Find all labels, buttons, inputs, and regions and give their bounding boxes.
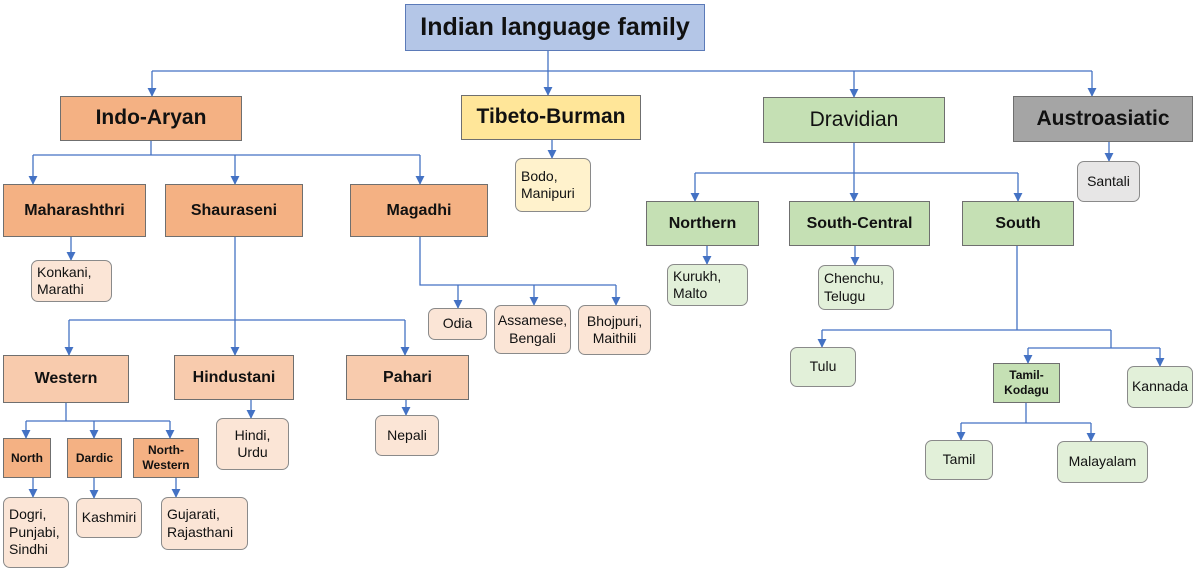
label-line: North-: [147, 443, 184, 457]
assamese-bengali-leaf: Assamese,Bengali: [494, 305, 571, 354]
label-line: Kodagu: [1004, 383, 1049, 397]
label-lines: Gujarati,Rajasthani: [167, 506, 233, 541]
connector-line: [822, 246, 1111, 331]
label-line: Western: [142, 458, 190, 472]
label-line: Gujarati,: [167, 506, 220, 522]
label-line: Dogri,: [9, 506, 47, 523]
label-line: Chenchu,: [824, 270, 884, 286]
north-node: North: [3, 438, 51, 478]
label-lines: Kashmiri: [82, 509, 136, 527]
label-lines: Hindi,Urdu: [235, 427, 271, 462]
maharashthri-node: Maharashthri: [3, 184, 146, 237]
kannada-leaf: Kannada: [1127, 366, 1193, 408]
label-line: Malto: [673, 285, 708, 301]
label-line: Maithili: [592, 330, 637, 346]
tamil-leaf: Tamil: [925, 440, 993, 480]
label-line: Manipuri: [521, 185, 575, 201]
label-line: Kannada: [1131, 378, 1189, 395]
root-indian-language-family: Indian language family: [405, 4, 705, 51]
pahari-node: Pahari: [346, 355, 469, 400]
south-node: South: [962, 201, 1074, 246]
label-line: Punjabi,: [9, 523, 60, 540]
connector-line: [419, 237, 616, 286]
shauraseni-node: Shauraseni: [165, 184, 303, 237]
dardic-node: Dardic: [67, 438, 122, 478]
western-node: Western: [3, 355, 129, 403]
label-line: Hindi,: [234, 426, 271, 443]
label-line: Bhojpuri,: [586, 312, 643, 329]
tibeto-burman-node: Tibeto-Burman: [461, 95, 641, 140]
kashmiri-leaf: Kashmiri: [76, 498, 142, 538]
gujarati-rajasthani-leaf: Gujarati,Rajasthani: [161, 497, 248, 550]
label-lines: Tamil-Kodagu: [1004, 368, 1049, 398]
connector-line: [961, 403, 1091, 424]
hindustani-node: Hindustani: [174, 355, 294, 400]
label-lines: Dogri,Punjabi,Sindhi: [9, 506, 60, 559]
bodo-manipuri-leaf: Bodo,Manipuri: [515, 158, 591, 212]
label-line: Telugu: [824, 287, 866, 304]
northern-node: Northern: [646, 201, 759, 246]
connector-line: [33, 141, 420, 156]
nepali-leaf: Nepali: [375, 415, 439, 456]
label-lines: Malayalam: [1069, 453, 1137, 471]
label-line: Kurukh,: [673, 267, 722, 284]
label-line: Odia: [442, 315, 473, 332]
label-line: Urdu: [237, 444, 268, 460]
label-line: Bengali: [509, 329, 556, 346]
label-line: Kashmiri: [81, 509, 137, 526]
label-line: Sindhi: [9, 541, 48, 558]
label-line: Nepali: [387, 426, 427, 443]
label-lines: Nepali: [387, 427, 427, 445]
label-lines: Santali: [1087, 173, 1130, 191]
bhojpuri-maithili-leaf: Bhojpuri,Maithili: [578, 305, 651, 355]
label-line: Assamese,: [497, 312, 568, 328]
chenchu-telugu-leaf: Chenchu,Telugu: [818, 265, 894, 310]
label-line: Rajasthani: [167, 523, 234, 540]
label-lines: North-Western: [142, 443, 189, 473]
label-lines: Bodo,Manipuri: [521, 168, 575, 203]
label-line: Marathi: [37, 281, 84, 297]
magadhi-node: Magadhi: [350, 184, 488, 237]
label-lines: Kannada: [1132, 378, 1188, 396]
label-lines: Kurukh,Malto: [673, 268, 721, 303]
label-line: Tulu: [809, 358, 837, 375]
santali-leaf: Santali: [1077, 161, 1140, 202]
label-lines: Chenchu,Telugu: [824, 270, 884, 305]
malayalam-leaf: Malayalam: [1057, 441, 1148, 483]
label-line: Santali: [1087, 172, 1130, 189]
label-lines: Tamil: [943, 451, 976, 469]
south-central-node: South-Central: [789, 201, 930, 246]
label-line: Tamil-: [1009, 368, 1044, 382]
tulu-leaf: Tulu: [790, 347, 856, 387]
dogri-punjabi-sindhi-leaf: Dogri,Punjabi,Sindhi: [3, 497, 69, 568]
label-lines: Konkani,Marathi: [37, 264, 91, 299]
odia-leaf: Odia: [428, 308, 487, 340]
konkani-marathi-leaf: Konkani,Marathi: [31, 260, 112, 302]
connector-line: [695, 143, 1018, 174]
label-lines: Bhojpuri,Maithili: [587, 313, 642, 348]
austroasiatic-node: Austroasiatic: [1013, 96, 1193, 142]
label-line: Konkani,: [37, 263, 92, 280]
label-line: Tamil: [942, 451, 976, 468]
kurukh-malto-leaf: Kurukh,Malto: [667, 264, 748, 306]
hindi-urdu-leaf: Hindi,Urdu: [216, 418, 289, 470]
label-line: Malayalam: [1068, 453, 1137, 470]
connector-line: [152, 51, 1092, 72]
dravidian-node: Dravidian: [763, 97, 945, 143]
north-western-node: North-Western: [133, 438, 199, 478]
label-lines: Odia: [443, 315, 473, 333]
indo-aryan-node: Indo-Aryan: [60, 96, 242, 141]
label-line: Bodo,: [521, 167, 558, 184]
label-lines: Assamese,Bengali: [498, 312, 567, 347]
tamil-kodagu-node: Tamil-Kodagu: [993, 363, 1060, 403]
connector-line: [26, 403, 170, 422]
label-lines: Tulu: [810, 358, 837, 376]
